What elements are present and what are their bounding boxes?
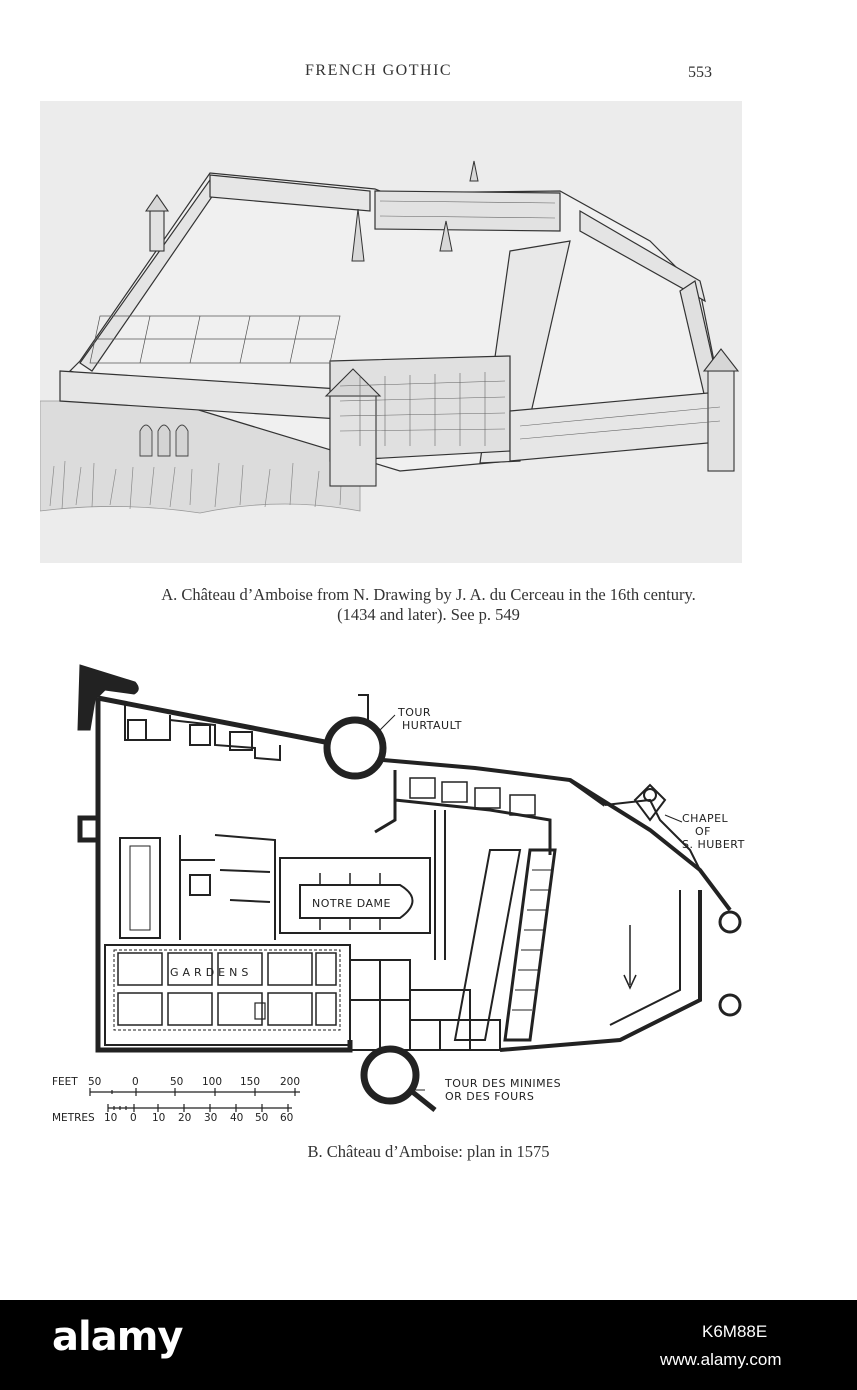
scale-feet-tick-100: 100 xyxy=(202,1076,222,1088)
scale-feet-tick-0: 0 xyxy=(132,1076,139,1088)
chateau-plan-figure: TOUR HURTAULT CHAPEL OF S. HUBERT NOTRE … xyxy=(50,660,750,1130)
scale-metres-label: METRES xyxy=(52,1112,95,1124)
figure-a-caption-line2: (1434 and later). See p. 549 xyxy=(337,605,520,624)
scale-metres-tick-0: 0 xyxy=(130,1112,137,1124)
scale-metres-tick-60: 60 xyxy=(280,1112,293,1124)
label-tour-hurtault-line2: HURTAULT xyxy=(402,719,462,732)
label-tour-minimes-line1: TOUR DES MINIMES xyxy=(444,1077,561,1090)
scale-metres-tick-20: 20 xyxy=(178,1112,191,1124)
page-number: 553 xyxy=(688,64,712,81)
scale-metres-tick-10a: 10 xyxy=(104,1112,117,1124)
scale-feet-label: FEET xyxy=(52,1076,78,1088)
scale-feet-tick-50b: 50 xyxy=(170,1076,183,1088)
running-title: FRENCH GOTHIC xyxy=(305,62,453,79)
chateau-plan-drawing: TOUR HURTAULT CHAPEL OF S. HUBERT NOTRE … xyxy=(52,664,745,1124)
scale-bar-feet: FEET 50 0 50 100 150 200 xyxy=(52,1076,300,1096)
scale-bar-metres: METRES 10 0 10 20 30 40 50 60 xyxy=(52,1104,293,1124)
label-chapel-line2: OF xyxy=(695,825,711,838)
figure-a-caption-line1: A. Château d’Amboise from N. Drawing by … xyxy=(161,585,696,604)
figure-b-caption: B. Château d’Amboise: plan in 1575 xyxy=(307,1142,550,1161)
footer-image-id: K6M88E xyxy=(702,1322,768,1341)
label-chapel-line1: CHAPEL xyxy=(682,812,729,825)
chateau-drawing-plate xyxy=(40,101,742,563)
scale-metres-tick-30: 30 xyxy=(204,1112,217,1124)
label-gardens: GARDENS xyxy=(170,966,252,979)
label-tour-hurtault-line1: TOUR xyxy=(397,706,431,719)
footer-logo: alamy xyxy=(52,1314,183,1360)
scale-feet-tick-50a: 50 xyxy=(88,1076,101,1088)
label-notre-dame: NOTRE DAME xyxy=(312,897,391,910)
chateau-drawing-illustration xyxy=(40,101,742,563)
scale-metres-tick-40: 40 xyxy=(230,1112,243,1124)
label-tour-minimes-line2: OR DES FOURS xyxy=(445,1090,534,1103)
scale-feet-tick-150: 150 xyxy=(240,1076,260,1088)
figure-a-caption: A. Château d’Amboise from N. Drawing by … xyxy=(0,585,857,625)
footer-bar xyxy=(0,1300,857,1390)
scale-feet-tick-200: 200 xyxy=(280,1076,300,1088)
running-head: FRENCH GOTHIC 553 xyxy=(0,62,857,82)
scale-metres-tick-50: 50 xyxy=(255,1112,268,1124)
label-chapel-line3: S. HUBERT xyxy=(682,838,745,851)
scale-metres-tick-10b: 10 xyxy=(152,1112,165,1124)
footer-url: www.alamy.com xyxy=(660,1350,782,1369)
